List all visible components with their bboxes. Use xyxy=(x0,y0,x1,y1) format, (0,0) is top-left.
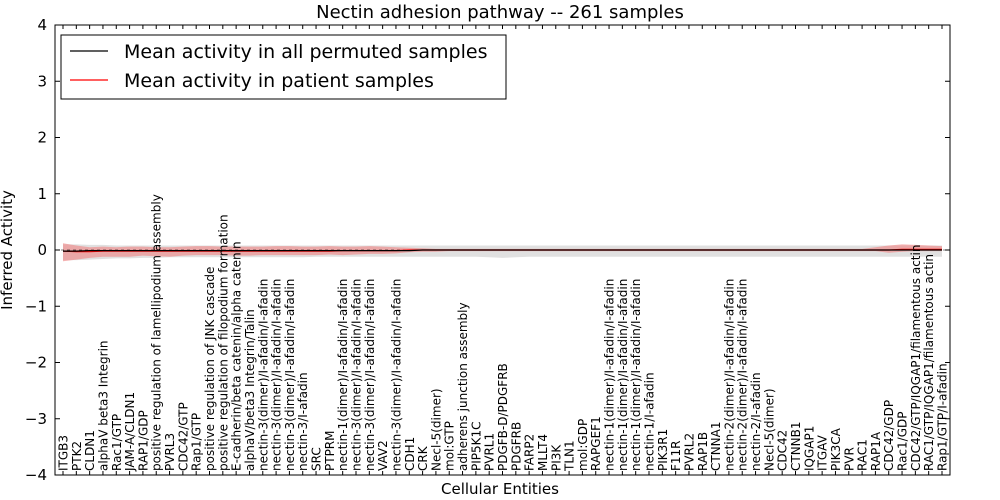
x-tick-label: PIK3R1 xyxy=(656,429,670,471)
x-tick-label: RAPGEF1 xyxy=(589,416,603,471)
x-tick-label: Rac1/GTP xyxy=(110,414,124,471)
x-tick-label: Rap1/GTP/I-afadin xyxy=(936,363,950,471)
legend-label-patient: Mean activity in patient samples xyxy=(124,70,434,92)
x-tick-label: PDGFB-D/PDGFRB xyxy=(496,363,510,471)
x-tick-label: CDC42/GTP xyxy=(176,402,190,471)
plot-area xyxy=(55,243,950,262)
x-tick-label: Rac1/GDP xyxy=(896,412,910,471)
x-tick-label: CDC42 xyxy=(776,430,790,471)
x-tick-label: FARP2 xyxy=(523,434,537,471)
x-tick-label: nectin-3(dimer)/I-afadin/I-afadin xyxy=(350,279,364,471)
x-tick-label: CRK xyxy=(416,445,430,471)
x-tick-label: nectin-3(dimer)/I-afadin/I-afadin xyxy=(283,279,297,471)
y-tick-label: 3 xyxy=(37,72,47,90)
x-tick-label: Rap1/GTP xyxy=(190,413,204,471)
y-tick-label: 0 xyxy=(37,241,47,259)
y-axis-label: Inferred Activity xyxy=(0,190,16,310)
x-tick-label: nectin-3(dimer)/I-afadin/I-afadin xyxy=(256,279,270,471)
x-tick-label: F11R xyxy=(669,440,683,471)
x-tick-label: PIP5K1C xyxy=(469,421,483,471)
x-tick-label: CTNNB1 xyxy=(789,421,803,471)
x-tick-label: TLN1 xyxy=(563,440,577,472)
x-tick-label: Necl-5(dimer) xyxy=(429,388,443,471)
x-tick-label: positive regulation of JNK cascade xyxy=(203,267,217,471)
x-tick-label: RAC1 xyxy=(856,439,870,471)
legend-label-permuted: Mean activity in all permuted samples xyxy=(124,41,487,63)
legend-box xyxy=(60,34,507,100)
x-tick-label: mol:GTP xyxy=(443,421,457,471)
x-tick-label: E-cadherin/beta catenin/alpha catenin xyxy=(230,241,244,471)
x-tick-label: CTNNA1 xyxy=(709,421,723,471)
x-tick-label: nectin-3/I-afadin xyxy=(296,372,310,471)
x-tick-label: PTK2 xyxy=(70,441,84,471)
x-tick-label: MLLT4 xyxy=(536,434,550,471)
legend: Mean activity in all permuted samples Me… xyxy=(60,34,507,100)
x-tick-label: nectin-2(dimer)/I-afadin/I-afadin xyxy=(722,279,736,471)
y-tick-label: −2 xyxy=(25,354,47,372)
x-tick-label: CLDN1 xyxy=(83,430,97,471)
x-tick-label: alphaV beta3 Integrin xyxy=(97,340,111,471)
x-tick-label: PTPRM xyxy=(323,431,337,472)
x-tick-label: RAC1/GTP/IQGAP1/filamentous actin xyxy=(922,254,936,471)
x-tick-label: positive regulation of filopodium format… xyxy=(216,214,230,471)
x-tick-label: CDH1 xyxy=(403,437,417,471)
chart-title: Nectin adhesion pathway -- 261 samples xyxy=(316,2,684,23)
x-tick-label: nectin-3(dimer)/I-afadin/I-afadin xyxy=(390,279,404,471)
x-tick-label: adherens junction assembly xyxy=(456,302,470,471)
x-tick-label: nectin-1/I-afadin xyxy=(643,372,657,471)
x-tick-label: nectin-1(dimer)/I-afadin/I-afadin xyxy=(616,279,630,471)
patient-spread-band xyxy=(63,243,942,262)
permuted-mean-line xyxy=(63,249,942,252)
x-tick-label: PVRL1 xyxy=(483,433,497,471)
x-axis-label: Cellular Entities xyxy=(441,480,559,498)
x-tick-label: PI3K xyxy=(549,444,563,471)
x-tick-label: ITGB3 xyxy=(57,435,71,471)
x-tick-label: CDC42/GTP/IQGAP1/filamentous actin xyxy=(909,245,923,471)
plot-frame xyxy=(54,24,951,476)
y-tick-label: −4 xyxy=(25,466,47,484)
x-tick-label: nectin-1(dimer)/I-afadin/I-afadin xyxy=(629,279,643,471)
x-tick-label: Necl-5(dimer) xyxy=(762,388,776,471)
y-tick-label: −3 xyxy=(25,410,47,428)
y-tick-label: 1 xyxy=(37,185,47,203)
x-tick-label: SRC xyxy=(310,447,324,471)
x-tick-label: nectin-2/I-afadin xyxy=(749,372,763,471)
x-tick-label: PIK3CA xyxy=(829,427,843,471)
x-tick-label: alphaV/beta3 Integrin/Talin xyxy=(243,309,257,471)
x-tick-label: CDC42/GDP xyxy=(882,400,896,471)
x-tick-label: IQGAP1 xyxy=(802,426,816,471)
x-tick-label: mol:GDP xyxy=(576,419,590,471)
x-tick-label: ITGAV xyxy=(816,434,830,471)
x-tick-label: nectin-1(dimer)/I-afadin/I-afadin xyxy=(603,279,617,471)
y-tick-label: 2 xyxy=(37,129,47,147)
y-tick-label: −1 xyxy=(25,297,47,315)
x-tick-label: nectin-3(dimer)/I-afadin/I-afadin xyxy=(363,279,377,471)
x-tick-label: PVRL2 xyxy=(683,433,697,471)
x-tick-label: PDGFRB xyxy=(509,422,523,471)
x-tick-label: PVR xyxy=(842,447,856,471)
x-tick-label: nectin-2(dimer)/I-afadin/I-afadin xyxy=(736,279,750,471)
x-tick-label: JAM-A/CLDN1 xyxy=(123,392,137,472)
x-tick-label: positive regulation of lamellipodium ass… xyxy=(150,194,164,471)
x-tick-label: PVRL3 xyxy=(163,433,177,471)
x-tick-label: VAV2 xyxy=(376,440,390,471)
x-tick-label: RAP1/GDP xyxy=(136,410,150,471)
x-tick-label: RAP1A xyxy=(869,431,883,471)
x-tick-label: nectin-1(dimer)/I-afadin/I-afadin xyxy=(336,279,350,471)
x-tick-label: RAP1B xyxy=(696,432,710,471)
y-tick-label: 4 xyxy=(37,16,47,34)
x-tick-label: nectin-3(dimer)/I-afadin/I-afadin xyxy=(270,279,284,471)
